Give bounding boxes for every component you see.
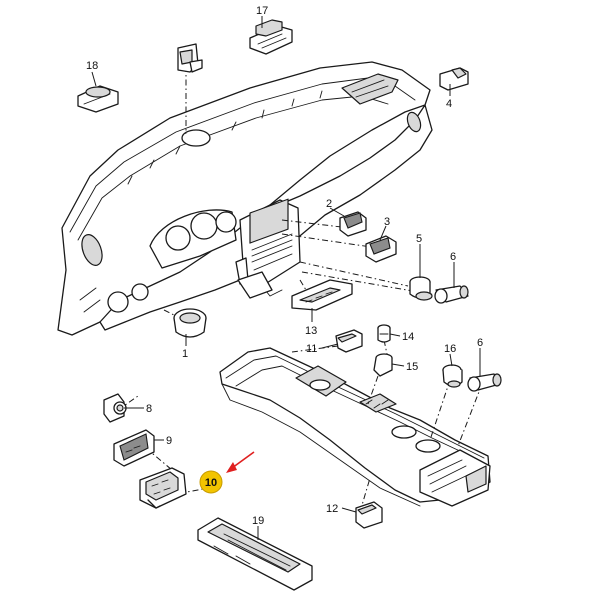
- pointer-arrow: [226, 451, 255, 473]
- callout-6-upper: 6: [450, 251, 456, 263]
- part-6-lower: [467, 373, 502, 392]
- callout-9: 9: [166, 435, 172, 447]
- leader-lines: [91, 16, 481, 540]
- part-12: [355, 501, 383, 529]
- callout-13: 13: [305, 325, 317, 337]
- callout-19: 19: [252, 515, 264, 527]
- part-19: [197, 517, 313, 591]
- part-4: [439, 67, 469, 91]
- callout-4: 4: [446, 98, 452, 110]
- part-5: [409, 276, 433, 301]
- part-18: [77, 85, 119, 113]
- part-1: [173, 308, 207, 338]
- part-17: [249, 19, 293, 55]
- part-11: [335, 329, 363, 353]
- callout-15: 15: [406, 361, 418, 373]
- part-9: [113, 429, 155, 467]
- part-13: [291, 279, 353, 311]
- highlighted-callout-10[interactable]: 10: [199, 470, 223, 494]
- part-16: [442, 364, 463, 388]
- callout-14: 14: [402, 331, 414, 343]
- callout-1: 1: [182, 348, 188, 360]
- callout-6-lower: 6: [477, 337, 483, 349]
- callout-17: 17: [256, 5, 268, 17]
- center-console: [219, 347, 491, 507]
- part-10: [139, 467, 187, 509]
- part-6-upper: [434, 285, 469, 304]
- callout-12: 12: [326, 503, 338, 515]
- callout-10: 10: [205, 477, 217, 489]
- part-8: [103, 393, 127, 423]
- part-15: [373, 353, 393, 377]
- dashboard: [57, 61, 433, 336]
- sensor-bracket: [177, 43, 203, 73]
- callout-5: 5: [416, 233, 422, 245]
- callout-8: 8: [146, 403, 152, 415]
- callout-2: 2: [326, 198, 332, 210]
- callout-labels: 17 18 4 2 3 5 6 13 1 11 14 15 16 6 8 9 1…: [86, 5, 483, 527]
- callout-3: 3: [384, 216, 390, 228]
- part-14: [377, 324, 391, 343]
- part-2: [339, 211, 367, 237]
- callout-18: 18: [86, 60, 98, 72]
- callout-11: 11: [306, 343, 317, 355]
- highlight-badge: [199, 470, 223, 494]
- part-3: [365, 235, 397, 263]
- callout-16: 16: [444, 343, 456, 355]
